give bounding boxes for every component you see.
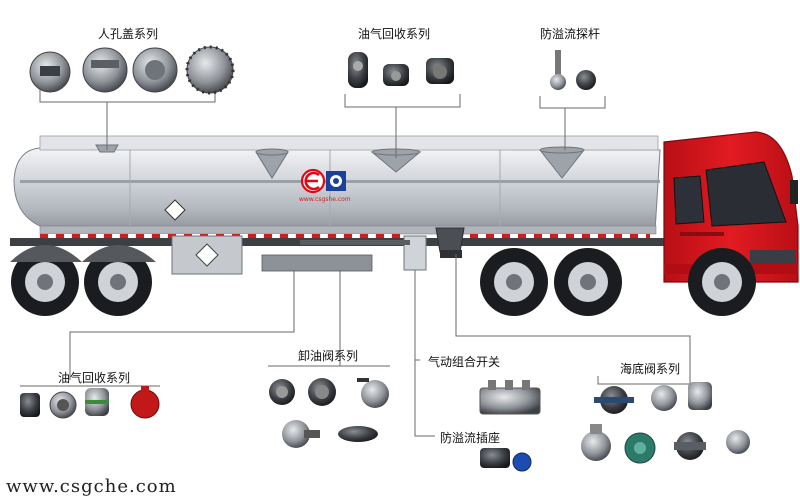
overfill-socket-parts [480,448,532,472]
bottom-valve-parts [581,382,750,464]
vapor-recovery-top-parts [348,52,454,88]
pneumatic-switch-parts [479,380,541,415]
label-unloading-valve: 卸油阀系列 [298,349,359,363]
truck-cab [663,131,799,283]
overfill-probe-parts [550,50,596,90]
unloading-valve-parts [269,378,389,448]
logo-website: www.csgshe.com [299,196,351,203]
label-vapor-recovery-top: 油气回收系列 [358,27,431,41]
vapor-recovery-bottom-parts [20,386,160,419]
wheels [10,245,756,316]
label-bottom-valve: 海底阀系列 [620,362,681,376]
label-manhole-series: 人孔盖系列 [98,27,159,41]
watermark: www.csgche.com [6,476,177,497]
label-vapor-recovery-bottom: 油气回收系列 [58,371,131,385]
label-pneumatic-switch: 气动组合开关 [428,355,501,369]
chassis [10,227,690,275]
company-logo [300,168,346,194]
label-overfill-probe: 防溢流探杆 [540,27,601,41]
manhole-cover-parts [29,45,235,95]
label-overfill-socket: 防溢流插座 [440,431,501,445]
leader-lines [20,88,691,437]
